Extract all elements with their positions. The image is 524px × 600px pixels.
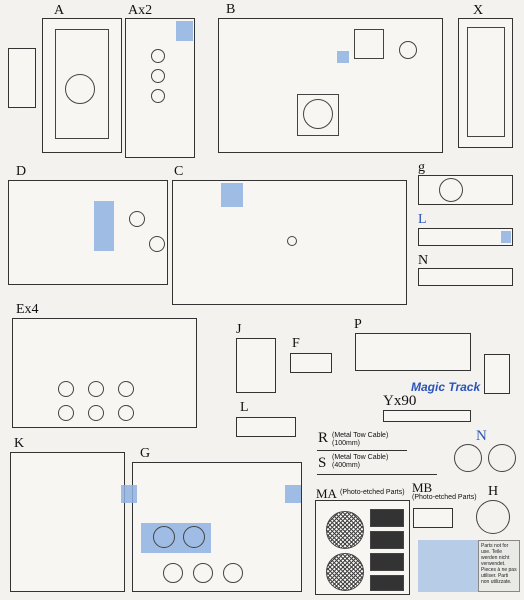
sprue-label-s: S: [318, 455, 327, 471]
sprocket-part: [153, 526, 175, 548]
sprue-label-b: B: [226, 2, 236, 17]
hatch-ring-part: [303, 99, 333, 129]
sprue-j: [236, 338, 276, 393]
highlight-d1: [94, 201, 114, 231]
sprue-label-j: J: [236, 322, 242, 337]
sprue-g: [121, 462, 302, 592]
upper-hull-part: [467, 27, 505, 137]
wheel-n-right: [488, 444, 516, 472]
grille-part: [370, 575, 404, 591]
highlight-d2: [94, 231, 114, 251]
sprue-label-ax2: Ax2: [128, 3, 153, 18]
sprue-l2: [236, 417, 296, 437]
sprue-label-l2: L: [240, 400, 249, 415]
sprue-label-a: A: [54, 3, 65, 18]
sprue-label-l: L: [418, 212, 427, 227]
box-part: [354, 29, 384, 59]
sprue-label-g-small: g: [418, 160, 425, 175]
sprue-label-n-small: N: [418, 253, 429, 268]
grille-part: [370, 553, 404, 571]
wheel-part: [118, 381, 134, 397]
sprue-f: [290, 353, 332, 373]
sprue-a: [42, 18, 122, 153]
mb-description: (Photo-etched Parts): [412, 494, 477, 501]
sprue-label-g: G: [140, 446, 151, 461]
highlight-l: [501, 231, 511, 243]
sprue-label-c: C: [174, 164, 184, 179]
round-part: [399, 41, 417, 59]
wheel-part: [58, 381, 74, 397]
wheel-part: [58, 405, 74, 421]
mesh-screen-part: [326, 511, 364, 549]
r-description: (Metal Tow Cable) (100mm): [332, 432, 389, 447]
sprue-label-r: R: [318, 430, 329, 446]
sprue-label-n-blue: N: [476, 428, 487, 444]
sprue-b: [218, 18, 443, 153]
tow-cable-r: [317, 450, 407, 451]
highlight-ax2: [176, 21, 193, 41]
sprue-label-h: H: [488, 484, 499, 499]
mesh-screen-part: [326, 553, 364, 591]
sprue-ex4: [12, 318, 197, 428]
sprocket-part: [183, 526, 205, 548]
sprue-l: [418, 228, 513, 246]
wheel-part: [118, 405, 134, 421]
sprue-label-p: P: [354, 317, 362, 332]
ma-description: (Photo-etched Parts): [340, 489, 405, 496]
sprue-label-k: K: [14, 436, 25, 451]
sprue-ma: [315, 500, 410, 595]
highlight-c: [221, 183, 243, 207]
sprue-label-d: D: [16, 164, 27, 179]
sprue-label-ex4: Ex4: [16, 302, 39, 317]
hub-part: [287, 236, 297, 246]
tow-cable-s: [317, 474, 437, 475]
hatch-part: [297, 94, 339, 136]
unused-parts-notice: Parts not for use. Teile werden nicht ve…: [478, 540, 520, 592]
wheel-part: [149, 236, 165, 252]
wheel-part: [129, 211, 145, 227]
sprue-c: [172, 180, 407, 305]
sprue-mb: [413, 508, 453, 528]
sprue-d: [8, 180, 168, 285]
wheel-part: [223, 563, 243, 583]
magic-track-logo: Magic Track: [411, 380, 481, 394]
wheel-part: [88, 381, 104, 397]
highlight-g-left: [121, 485, 137, 503]
s-description: (Metal Tow Cable) (400mm): [332, 454, 389, 469]
wheel-n-left: [454, 444, 482, 472]
sprue-label-f: F: [292, 336, 300, 351]
wheel-part: [151, 89, 165, 103]
sprue-n-small: [418, 268, 513, 286]
sprue-a-small: [8, 48, 36, 108]
sprue-yx90: [383, 410, 471, 422]
grille-part: [370, 531, 404, 549]
sprue-x: [458, 18, 513, 148]
wheel-part: [439, 178, 463, 202]
wheel-part: [151, 69, 165, 83]
sprue-label-yx90: Yx90: [383, 393, 417, 409]
sprue-p: [355, 333, 471, 371]
wheel-part: [151, 49, 165, 63]
hatch-h-part: [476, 500, 510, 534]
sprue-k: [10, 452, 125, 592]
sprue-label-x: X: [473, 3, 484, 18]
sprue-ax2: [125, 18, 195, 158]
sprue-p-side: [484, 354, 510, 394]
notice-highlight: [418, 540, 478, 592]
highlight-b: [337, 51, 349, 63]
sprue-label-mb: MB: [412, 480, 433, 495]
sprue-g-small: [418, 175, 513, 205]
wheel-part: [193, 563, 213, 583]
hull-part: [55, 29, 109, 139]
highlight-g-right: [285, 485, 301, 503]
wheel-part: [163, 563, 183, 583]
grille-part: [370, 509, 404, 527]
sprue-label-ma: MA: [316, 486, 337, 501]
turret-ring-part: [65, 74, 95, 104]
wheel-part: [88, 405, 104, 421]
